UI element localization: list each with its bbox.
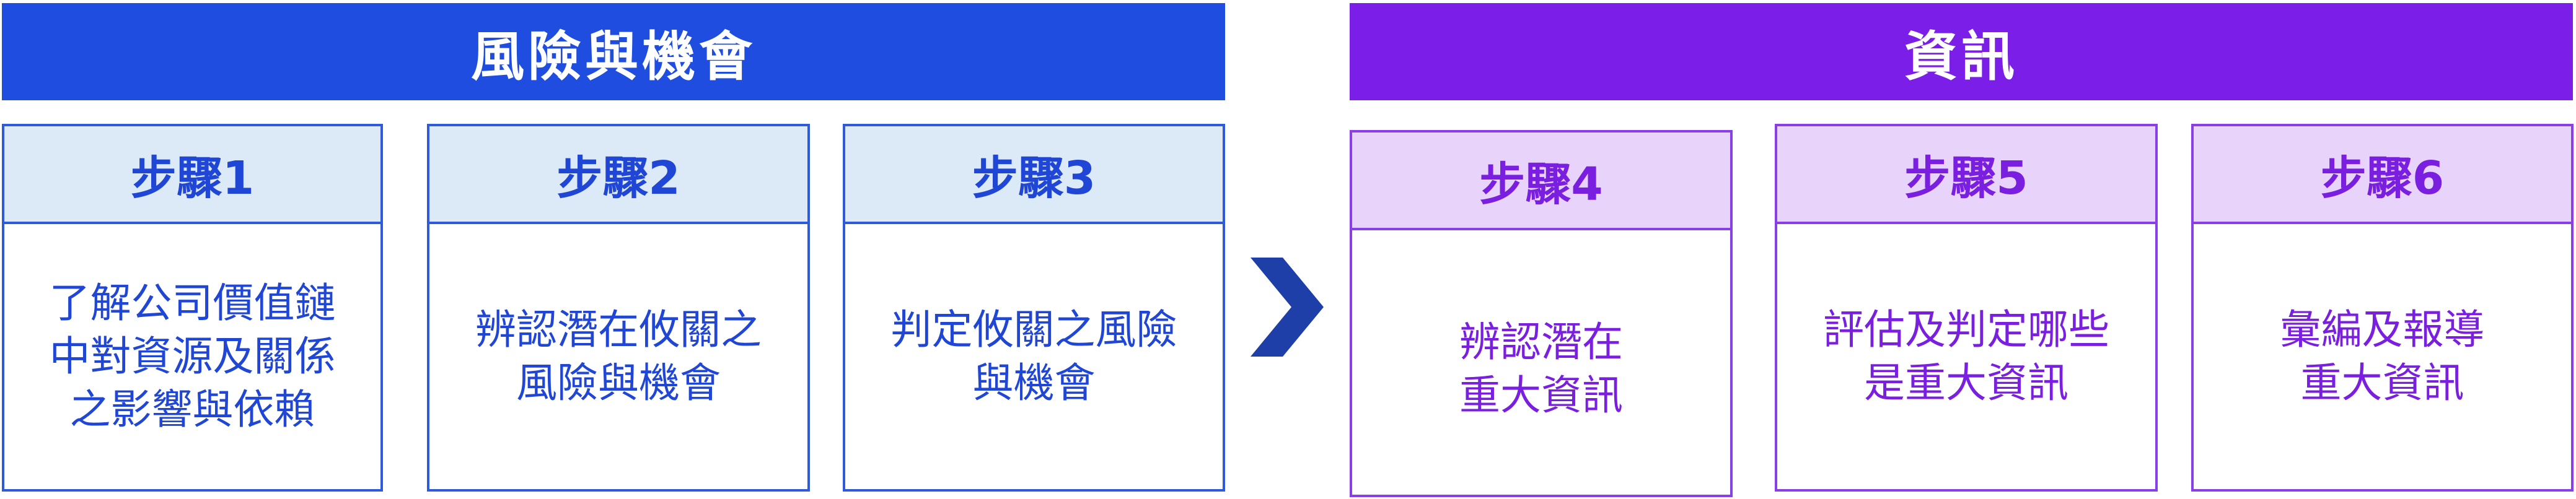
- step-5-line-2: 是重大資訊: [1864, 359, 2068, 407]
- step-4-header: 步驟4: [1352, 132, 1730, 230]
- step-6-header: 步驟6: [2194, 126, 2571, 224]
- step-2-header: 步驟2: [429, 126, 807, 224]
- step-5-description: 評估及判定哪些 是重大資訊: [1777, 224, 2155, 489]
- step-1-line-2: 中對資源及關係: [49, 332, 336, 380]
- risk-opportunity-banner: 風險與機會: [2, 3, 1225, 100]
- step-1-line-1: 了解公司價值鏈: [49, 279, 336, 327]
- step-2-card: 步驟2 辨認潛在攸關之 風險與機會: [427, 124, 810, 492]
- step-6-line-1: 彙編及報導: [2280, 306, 2485, 354]
- risk-opportunity-title: 風險與機會: [471, 26, 756, 88]
- chevron-right-icon: [1251, 258, 1324, 357]
- step-1-description: 了解公司價值鏈 中對資源及關係 之影響與依賴: [4, 224, 380, 489]
- step-2-line-2: 風險與機會: [516, 359, 721, 407]
- information-banner: 資訊: [1350, 3, 2573, 100]
- step-6-description: 彙編及報導 重大資訊: [2194, 224, 2571, 489]
- step-4-line-2: 重大資訊: [1459, 371, 1623, 419]
- step-1-card: 步驟1 了解公司價值鏈 中對資源及關係 之影響與依賴: [2, 124, 383, 492]
- step-5-header: 步驟5: [1777, 126, 2155, 224]
- step-4-line-1: 辨認潛在: [1459, 318, 1623, 366]
- step-3-description: 判定攸關之風險 與機會: [845, 224, 1223, 489]
- step-5-card: 步驟5 評估及判定哪些 是重大資訊: [1775, 124, 2158, 492]
- step-5-line-1: 評估及判定哪些: [1823, 306, 2109, 354]
- step-4-card: 步驟4 辨認潛在 重大資訊: [1350, 130, 1733, 497]
- step-2-description: 辨認潛在攸關之 風險與機會: [429, 224, 807, 489]
- step-4-description: 辨認潛在 重大資訊: [1352, 230, 1730, 495]
- step-2-line-1: 辨認潛在攸關之: [475, 306, 762, 354]
- step-3-header: 步驟3: [845, 126, 1223, 224]
- step-3-card: 步驟3 判定攸關之風險 與機會: [843, 124, 1225, 492]
- step-3-line-1: 判定攸關之風險: [890, 306, 1177, 354]
- step-6-line-2: 重大資訊: [2300, 359, 2464, 407]
- step-3-line-2: 與機會: [972, 359, 1096, 407]
- step-1-header: 步驟1: [4, 126, 380, 224]
- information-title: 資訊: [1904, 26, 2018, 88]
- step-1-line-3: 之影響與依賴: [69, 386, 315, 433]
- step-6-card: 步驟6 彙編及報導 重大資訊: [2191, 124, 2574, 492]
